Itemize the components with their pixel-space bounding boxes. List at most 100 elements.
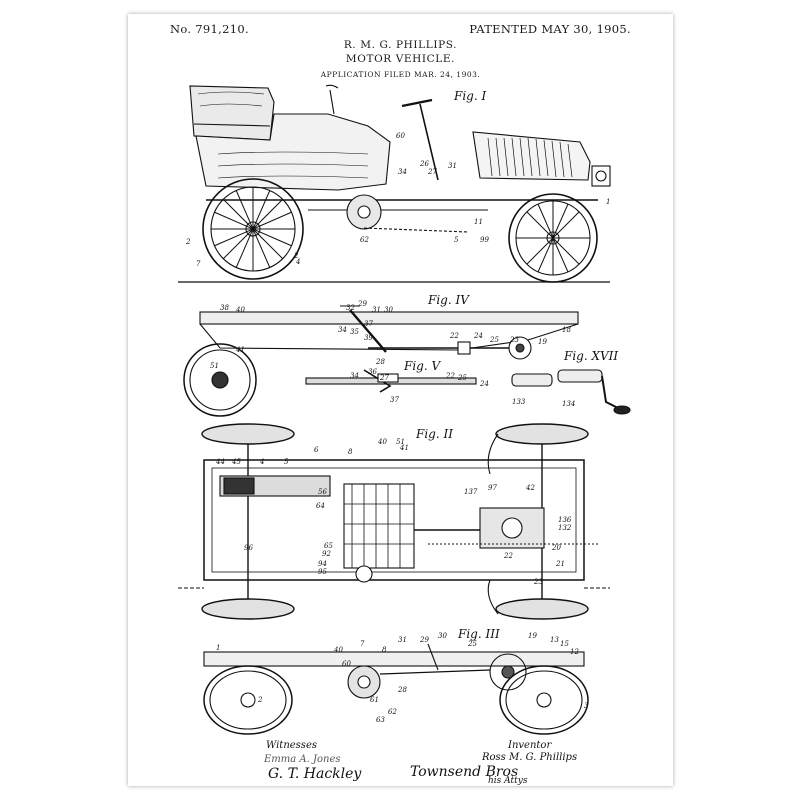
fig5-ref-numeral: 22 (445, 372, 455, 380)
fig17-ref-numeral: 134 (562, 400, 575, 408)
fig2-ref-numeral: 20 (551, 544, 561, 552)
fig2-ref-numeral: 22 (503, 552, 513, 560)
fig1-ref-numeral: 7 (196, 260, 201, 268)
fig5-ref-numeral: 34 (350, 372, 359, 380)
fig3-ref-numeral: 3 (584, 702, 589, 710)
fig2-ref-numeral: 21 (555, 560, 565, 568)
fig5-ref-numeral: 25 (457, 374, 467, 382)
fig4-label: Fig. IV (427, 293, 470, 307)
patent-title: MOTOR VEHICLE. (345, 53, 456, 65)
fig4-ref-numeral: 22 (449, 332, 459, 340)
fig5-ref-numeral: 28 (375, 358, 385, 366)
fig17-label: Fig. XVII (563, 349, 618, 363)
fig4-ref-numeral: 29 (357, 300, 367, 308)
fig2-ref-numeral: 44 (215, 458, 225, 466)
fig2-ref-numeral: 95 (318, 568, 327, 576)
fig1-ref-numeral: 62 (360, 236, 369, 244)
fig4-chassis-section (183, 305, 579, 417)
fig4-ref-numeral: 32 (346, 304, 355, 312)
fig4-ref-numeral: 40 (235, 306, 245, 314)
inventor-signature: Ross M. G. Phillips (482, 752, 578, 763)
fig2-ref-numeral: 97 (488, 484, 497, 492)
fig2-plan-view (178, 423, 610, 620)
fig2-ref-numeral: 5 (284, 458, 289, 466)
fig4-ref-numeral: 24 (473, 332, 483, 340)
fig2-ref-numeral: 65 (324, 542, 333, 550)
fig3-ref-numeral: 63 (376, 716, 385, 724)
fig2-ref-numeral: 137 (464, 488, 478, 496)
attorney-suffix: his Attys (488, 776, 528, 786)
fig3-ref-numeral: 60 (342, 660, 351, 668)
fig1-label: Fig. I (453, 89, 486, 103)
fig4-ref-numeral: 31 (372, 306, 381, 314)
witness-signature-1: Emma A. Jones (264, 754, 341, 765)
fig1-ref-numeral: 2 (293, 252, 299, 260)
fig4-ref-numeral: 38 (220, 304, 229, 312)
fig5-ref-numeral: 36 (368, 368, 377, 376)
fig3-ref-numeral: 61 (370, 696, 379, 704)
fig3-ref-numeral: 12 (570, 648, 579, 656)
fig1-ref-numeral: 60 (396, 132, 405, 140)
fig2-label: Fig. II (415, 427, 453, 441)
patent-drawing: Fig. I Fig. IV Fig. V Fig. XVII Fig. II … (178, 84, 631, 735)
fig3-ref-numeral: 13 (550, 636, 559, 644)
fig5-ref-numeral: 27 (379, 374, 389, 382)
fig2-ref-numeral: 42 (525, 484, 535, 492)
fig5-ref-numeral: 24 (479, 380, 489, 388)
witness-signature-2: G. T. Hackley (268, 766, 362, 782)
fig2-ref-numeral: 92 (322, 550, 331, 558)
fig4-ref-numeral: 25 (489, 336, 499, 344)
fig3-ref-numeral: 30 (438, 632, 447, 640)
fig17-ref-numeral: 133 (512, 398, 526, 406)
fig4-ref-numeral: 23 (509, 336, 519, 344)
fig3-ref-numeral: 19 (528, 632, 537, 640)
fig3-ref-numeral: 8 (382, 646, 387, 654)
fig3-ref-numeral: 25 (467, 640, 477, 648)
title-block: R. M. G. PHILLIPS. MOTOR VEHICLE. APPLIC… (128, 38, 673, 81)
fig1-ref-numeral: 5 (454, 236, 459, 244)
fig3-ref-numeral: 7 (360, 640, 365, 648)
fig2-ref-numeral: 136 (558, 516, 572, 524)
fig1-ref-numeral: 26 (419, 160, 429, 168)
fig2-ref-numeral: 6 (314, 446, 319, 454)
fig2-ref-numeral: 64 (316, 502, 325, 510)
patent-number: No. 791,210. (170, 22, 249, 36)
fig1-ref-numeral: 34 (398, 168, 407, 176)
fig3-label: Fig. III (457, 627, 500, 641)
fig3-ref-numeral: 62 (388, 708, 397, 716)
fig3-ref-numeral: 2 (257, 696, 263, 704)
fig1-ref-numeral: 11 (474, 218, 483, 226)
fig2-ref-numeral: 40 (377, 438, 387, 446)
fig2-ref-numeral: 23 (533, 578, 543, 586)
fig17-crank-detail (511, 369, 631, 415)
fig2-ref-numeral: 8 (348, 448, 353, 456)
fig4-ref-numeral: 19 (538, 338, 547, 346)
fig4-ref-numeral: 35 (350, 328, 359, 336)
fig5-ref-numeral: 37 (390, 396, 399, 404)
fig4-ref-numeral: 51 (210, 362, 219, 370)
fig1-ref-numeral: 1 (606, 198, 610, 206)
fig3-ref-numeral: 15 (560, 640, 569, 648)
fig2-ref-numeral: 41 (399, 444, 409, 452)
inventor-name: R. M. G. PHILLIPS. (343, 39, 458, 51)
fig2-ref-numeral: 56 (318, 488, 327, 496)
fig4-ref-numeral: 30 (384, 306, 393, 314)
fig1-ref-numeral: 4 (295, 258, 300, 266)
application-filed: APPLICATION FILED MAR. 24, 1903. (320, 70, 481, 79)
fig3-ref-numeral: 28 (397, 686, 407, 694)
fig5-label: Fig. V (403, 359, 441, 373)
fig1-ref-numeral: 31 (448, 162, 457, 170)
fig2-ref-numeral: 132 (558, 524, 572, 532)
fig4-ref-numeral: 34 (338, 326, 347, 334)
fig1-ref-numeral: 27 (427, 168, 437, 176)
patent-sheet: No. 791,210. PATENTED MAY 30, 1905. R. M… (128, 14, 673, 786)
fig4-ref-numeral: 41 (235, 346, 245, 354)
fig3-ref-numeral: 29 (419, 636, 429, 644)
fig1-side-view (178, 84, 611, 283)
patent-date: PATENTED MAY 30, 1905. (469, 22, 631, 36)
fig4-ref-numeral: 39 (364, 334, 373, 342)
fig3-underside-view (203, 643, 589, 735)
fig3-ref-numeral: 31 (398, 636, 407, 644)
fig3-ref-numeral: 40 (333, 646, 343, 654)
